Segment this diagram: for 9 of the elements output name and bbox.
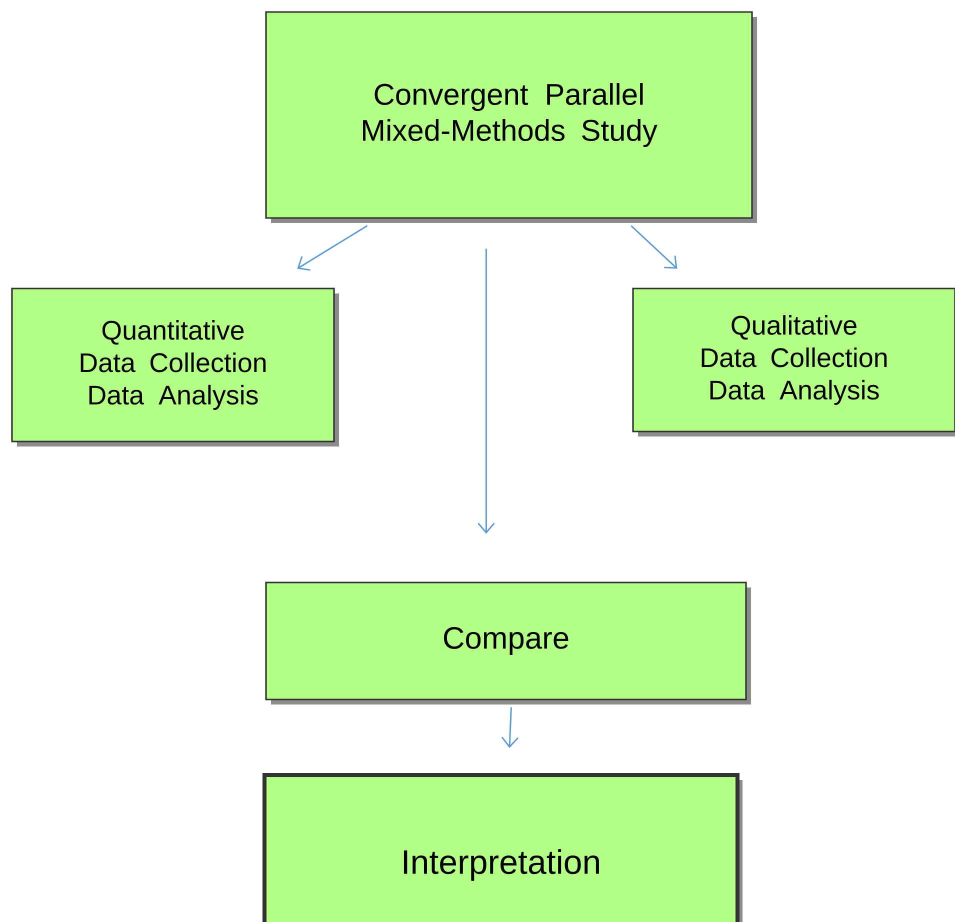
arrow (630, 225, 678, 269)
process-box: Convergent Parallel Mixed-Methods Study (265, 11, 757, 223)
process-box: Compare (265, 582, 751, 704)
arrow (297, 225, 368, 271)
process-box: Interpretation (262, 773, 742, 922)
arrow (501, 707, 518, 748)
arrow (478, 248, 495, 534)
process-box: Quantitative Data Collection Data Analysis (11, 288, 339, 446)
process-box: Qualitative Data Collection Data Analysis (632, 288, 955, 436)
